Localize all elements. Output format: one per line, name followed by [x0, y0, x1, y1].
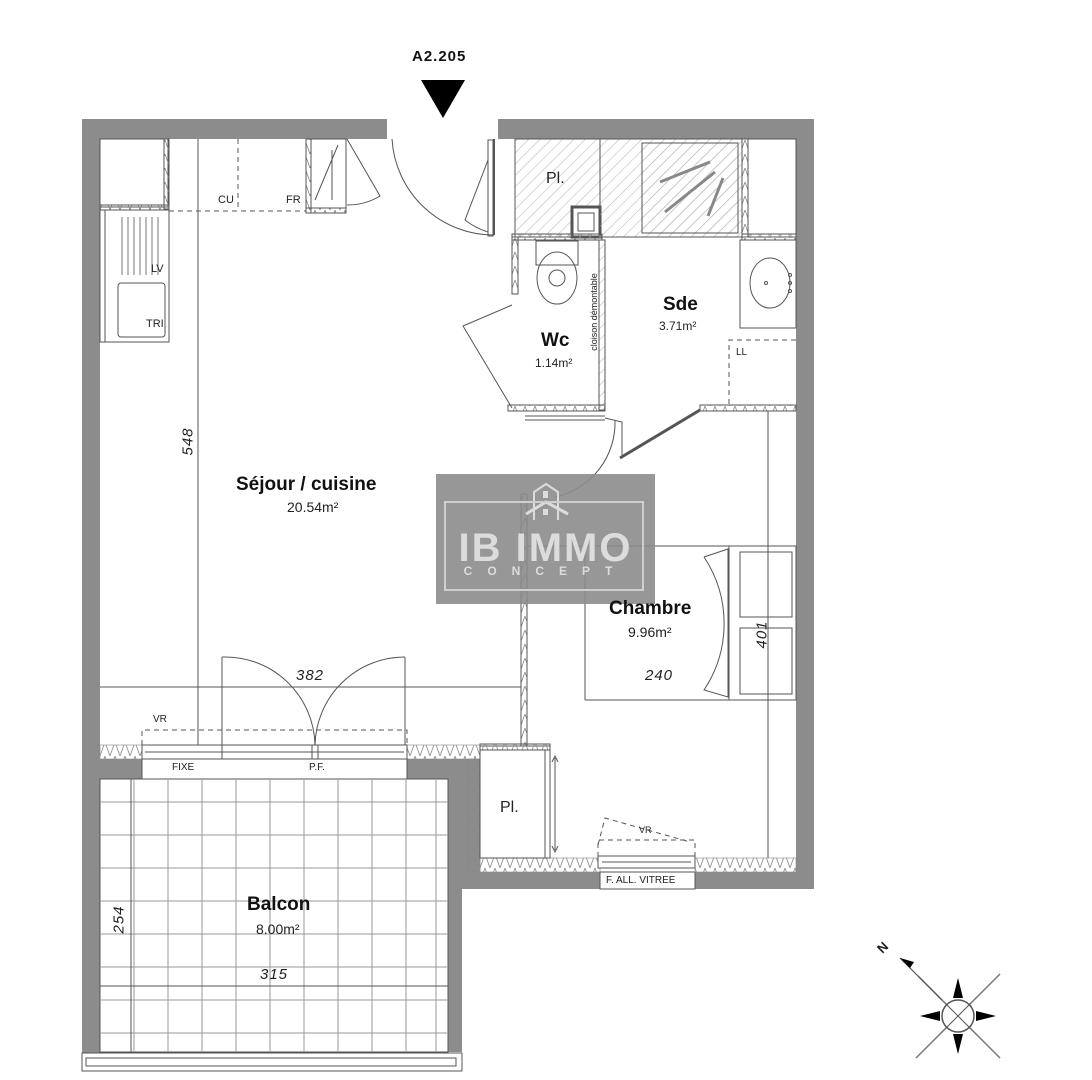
label-cloison: cloison démontable: [588, 273, 599, 351]
label-vr-bedroom: VR: [639, 825, 652, 835]
room-name-wc: Wc: [541, 330, 570, 351]
interior-lines: [81, 138, 797, 1072]
label-lv: LV: [151, 263, 164, 275]
label-f-all-vitree: F. ALL. VITREE: [606, 875, 676, 886]
label-placard-bottom: Pl.: [500, 799, 519, 816]
dimension-bedroom-width: 240: [645, 667, 674, 684]
label-ll: LL: [736, 347, 748, 358]
room-name-chambre: Chambre: [609, 598, 692, 619]
entry-marker-icon: [421, 80, 465, 118]
watermark-subtitle: CONCEPT: [463, 564, 628, 578]
dimension-living-width: 382: [296, 667, 325, 684]
dimension-balcony-height: 254: [110, 905, 128, 934]
room-area-balcon: 8.00m²: [256, 921, 300, 937]
dimension-living-height: 548: [179, 427, 197, 456]
room-area-chambre: 9.96m²: [628, 624, 672, 640]
watermark-title: IB IMMO: [458, 526, 633, 570]
room-area-sde: 3.71m²: [659, 319, 697, 333]
label-fr: FR: [286, 194, 301, 206]
apartment-reference: A2.205: [412, 48, 467, 65]
label-placard-top: Pl.: [546, 170, 565, 187]
label-pf: P.F.: [309, 762, 325, 773]
room-name-balcon: Balcon: [247, 894, 311, 915]
dimension-balcony-width: 315: [260, 966, 289, 983]
watermark-frame: [444, 501, 644, 591]
dimension-bedroom-height: 401: [753, 620, 771, 649]
room-name-sde: Sde: [663, 294, 698, 315]
room-area-wc: 1.14m²: [535, 356, 573, 370]
label-tri: TRI: [146, 318, 164, 330]
watermark: IB IMMO CONCEPT: [436, 474, 655, 604]
compass-icon: [899, 957, 1001, 1059]
exterior-walls: [82, 119, 814, 1053]
room-area-sejour: 20.54m²: [287, 499, 339, 515]
label-fixe: FIXE: [172, 762, 195, 773]
label-vr-living: VR: [153, 714, 167, 725]
room-name-sejour: Séjour / cuisine: [236, 474, 377, 495]
label-cu: CU: [218, 194, 234, 206]
